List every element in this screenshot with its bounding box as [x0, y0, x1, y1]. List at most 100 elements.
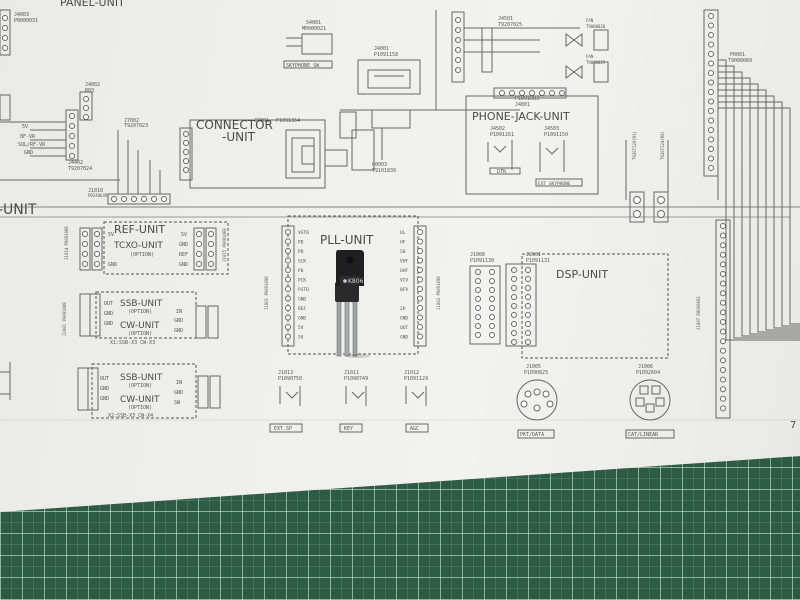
left-unit-label: -UNIT: [0, 202, 37, 218]
pin: [525, 312, 531, 318]
svg-text:5V: 5V: [108, 232, 114, 238]
p0003-label: P0003: [372, 162, 387, 168]
pin: [708, 60, 714, 67]
svg-text:REF: REF: [179, 252, 188, 258]
pin: [720, 347, 726, 354]
connector-label-2: -UNIT: [222, 130, 256, 144]
pin: [489, 278, 495, 284]
pll-pin-label-right: HF: [400, 240, 406, 246]
dsp-unit: DSP-UNIT J1008 P1091130 J2001 P1091131: [469, 252, 669, 359]
pin: [208, 251, 214, 257]
pin: [511, 303, 517, 309]
pll-pin-label-left: GND: [298, 316, 306, 322]
svg-text:T9207023: T9207023: [124, 123, 148, 129]
pin: [82, 251, 88, 257]
svg-text:GND: GND: [174, 318, 183, 324]
svg-text:FAN: FAN: [586, 54, 594, 59]
pin: [511, 276, 517, 282]
ext-sp-jack: J1013 P1090750 EXT.SP: [269, 370, 303, 433]
pin: [720, 290, 726, 297]
pin: [525, 267, 531, 273]
j1006-label: J1006: [638, 364, 653, 370]
pll-pin-label-left: VGTB: [298, 230, 309, 236]
to220-transistor: K806: [335, 250, 370, 358]
pin: [720, 309, 726, 316]
cw-unit-1-option: (OPTION): [128, 331, 152, 337]
pin: [720, 367, 726, 373]
ribbon-line: [718, 89, 800, 331]
pin: [708, 146, 714, 152]
pin: [720, 395, 726, 402]
pin: [417, 305, 423, 311]
pin: [475, 314, 481, 320]
ssb-unit-1-label: SSB-UNIT: [120, 299, 163, 309]
pin: [708, 89, 714, 95]
pll-pin-label-left: SCK: [298, 259, 306, 265]
svg-text:J1014 P0091068: J1014 P0091068: [64, 226, 69, 260]
pin: [94, 241, 100, 247]
j1008-label: J1008: [470, 252, 485, 258]
pin: [475, 305, 481, 311]
svg-text:GND: GND: [108, 262, 117, 268]
svg-text:P1091131: P1091131: [526, 258, 550, 264]
pin: [720, 251, 726, 258]
pin: [525, 330, 531, 336]
svg-text:T9101830: T9101830: [372, 168, 396, 174]
pin: [708, 32, 714, 38]
pin: [708, 79, 714, 86]
ribbon-line: [718, 65, 800, 339]
svg-text:P1090750: P1090750: [278, 376, 302, 382]
cat-linear-connector: J1006 P1092604 CAT/LINEAR: [625, 364, 675, 439]
svg-text:T9207120(R1): T9207120(R1): [632, 131, 637, 160]
pin: [285, 267, 291, 273]
pin: [511, 339, 517, 345]
pll-pin-label-right: GND: [400, 316, 408, 322]
pin: [511, 294, 517, 300]
pin: [82, 231, 88, 237]
ref-unit-label: REF-UNIT: [114, 223, 165, 236]
pin: [196, 231, 202, 237]
pin: [82, 261, 88, 267]
pin: [708, 127, 714, 133]
pin: [720, 261, 726, 268]
ribbon-line: [718, 83, 800, 333]
pin: [720, 223, 726, 229]
pin: [525, 285, 531, 291]
j7001-label: J7001: [254, 118, 269, 124]
pin: [511, 267, 517, 273]
svg-text:SW: SW: [174, 400, 181, 406]
pin: [708, 70, 714, 76]
svg-text:T9000026: T9000026: [586, 24, 606, 29]
pin: [475, 323, 481, 329]
pin: [708, 13, 714, 19]
schematic-sheet: [0, 0, 800, 512]
pll-pin-label-left: PSTB: [298, 287, 309, 293]
pin: [475, 287, 481, 293]
pin: [489, 323, 495, 329]
pll-pin-label-right: 8FV: [400, 287, 408, 293]
pin: [720, 299, 726, 306]
pll-pin-label-left: PCK: [298, 278, 306, 284]
svg-text:J1001 P0091068: J1001 P0091068: [62, 302, 67, 336]
j1011-label: J1011: [344, 370, 359, 376]
pin: [417, 276, 423, 283]
svg-text:8F-VR: 8F-VR: [20, 134, 36, 140]
pin: [417, 324, 423, 330]
p0001-label: P0001: [730, 52, 745, 58]
pin: [475, 269, 481, 275]
pin: [475, 278, 481, 284]
svg-text:M0000021: M0000021: [302, 26, 326, 32]
pin: [489, 332, 495, 338]
panel-unit-label: PANEL-UNIT: [60, 0, 125, 9]
pin: [489, 296, 495, 302]
svg-text:J1002 P0091098: J1002 P0091098: [436, 276, 441, 310]
j4503-label: J4503: [544, 126, 559, 132]
svg-text:GND: GND: [24, 150, 33, 156]
skyphone-sw-label: SKYPHONE SW: [286, 63, 320, 69]
pin: [720, 357, 726, 364]
phone-jack-unit: PHONE-JACK-UNIT J4502 P1091161 J4503 P10…: [465, 95, 599, 195]
pin: [208, 261, 214, 267]
svg-text:J4801: J4801: [515, 102, 530, 108]
ribbon-line: [718, 71, 800, 337]
